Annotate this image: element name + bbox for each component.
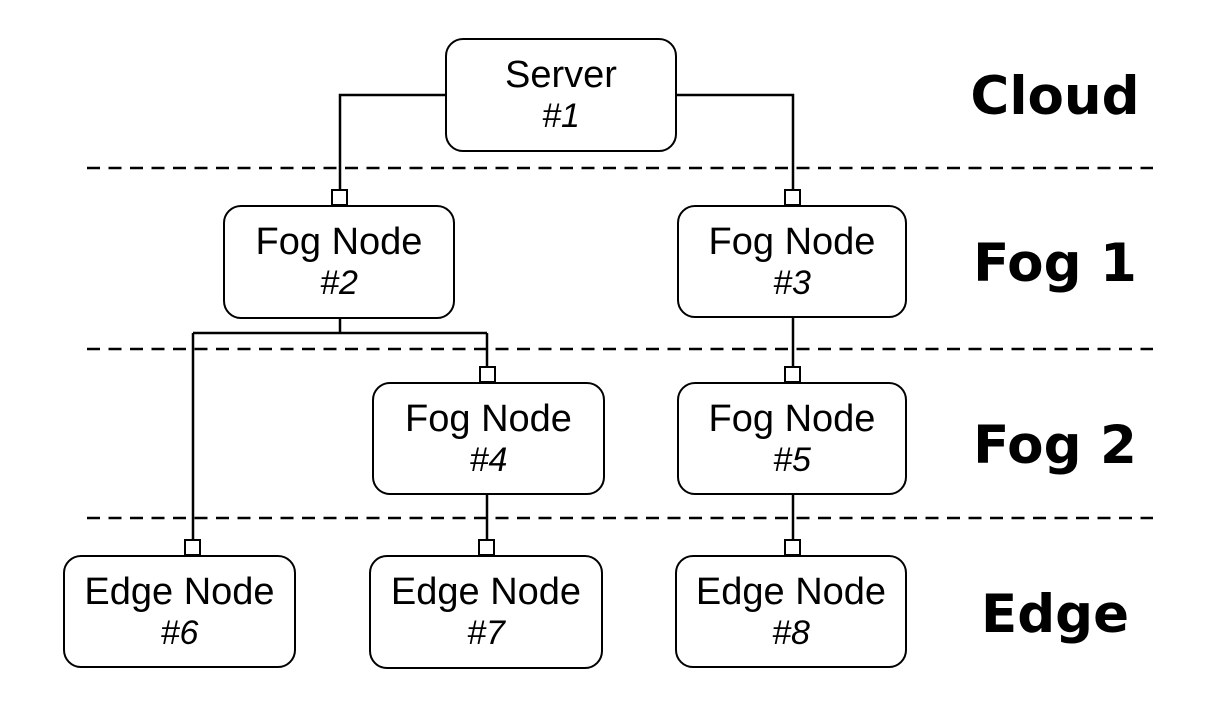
- node-edge-node-6: Edge Node #6: [63, 555, 296, 668]
- connection-port-edge-node-8: [784, 539, 801, 556]
- connector-1-2: [338, 93, 445, 191]
- layer-label-fog2: Fog 2: [973, 415, 1137, 476]
- connection-port-fog-node-4: [479, 366, 496, 383]
- layer-label-fog1: Fog 1: [973, 233, 1137, 294]
- node-number: #6: [160, 613, 199, 652]
- node-server-1: Server #1: [445, 38, 677, 152]
- node-label: Fog Node: [255, 221, 423, 263]
- node-edge-node-7: Edge Node #7: [369, 555, 603, 669]
- node-label: Fog Node: [708, 397, 876, 440]
- node-number: #3: [773, 263, 811, 302]
- node-number: #8: [772, 613, 810, 652]
- node-number: #1: [542, 97, 580, 135]
- node-fog-node-2: Fog Node #2: [223, 205, 455, 319]
- node-fog-node-3: Fog Node #3: [677, 205, 907, 318]
- node-label: Server: [505, 54, 617, 96]
- node-number: #2: [320, 264, 358, 302]
- layer-label-cloud: Cloud: [970, 66, 1140, 127]
- node-label: Edge Node: [695, 570, 887, 613]
- node-fog-node-4: Fog Node #4: [372, 382, 605, 495]
- node-label: Edge Node: [84, 570, 275, 613]
- node-number: #5: [773, 440, 811, 479]
- node-edge-node-8: Edge Node #8: [675, 555, 907, 668]
- connection-port-edge-node-6: [184, 539, 201, 556]
- node-label: Edge Node: [390, 571, 582, 613]
- layer-label-edge: Edge: [980, 584, 1130, 645]
- node-number: #7: [467, 614, 505, 652]
- node-label: Fog Node: [405, 397, 572, 440]
- connection-port-edge-node-7: [478, 539, 495, 556]
- node-number: #4: [469, 440, 508, 479]
- connector-1-3: [677, 93, 795, 191]
- node-label: Fog Node: [708, 220, 876, 263]
- connection-port-fog-node-2: [331, 189, 348, 206]
- node-fog-node-5: Fog Node #5: [677, 382, 907, 495]
- connection-port-fog-node-5: [784, 366, 801, 383]
- connection-port-fog-node-3: [784, 189, 801, 206]
